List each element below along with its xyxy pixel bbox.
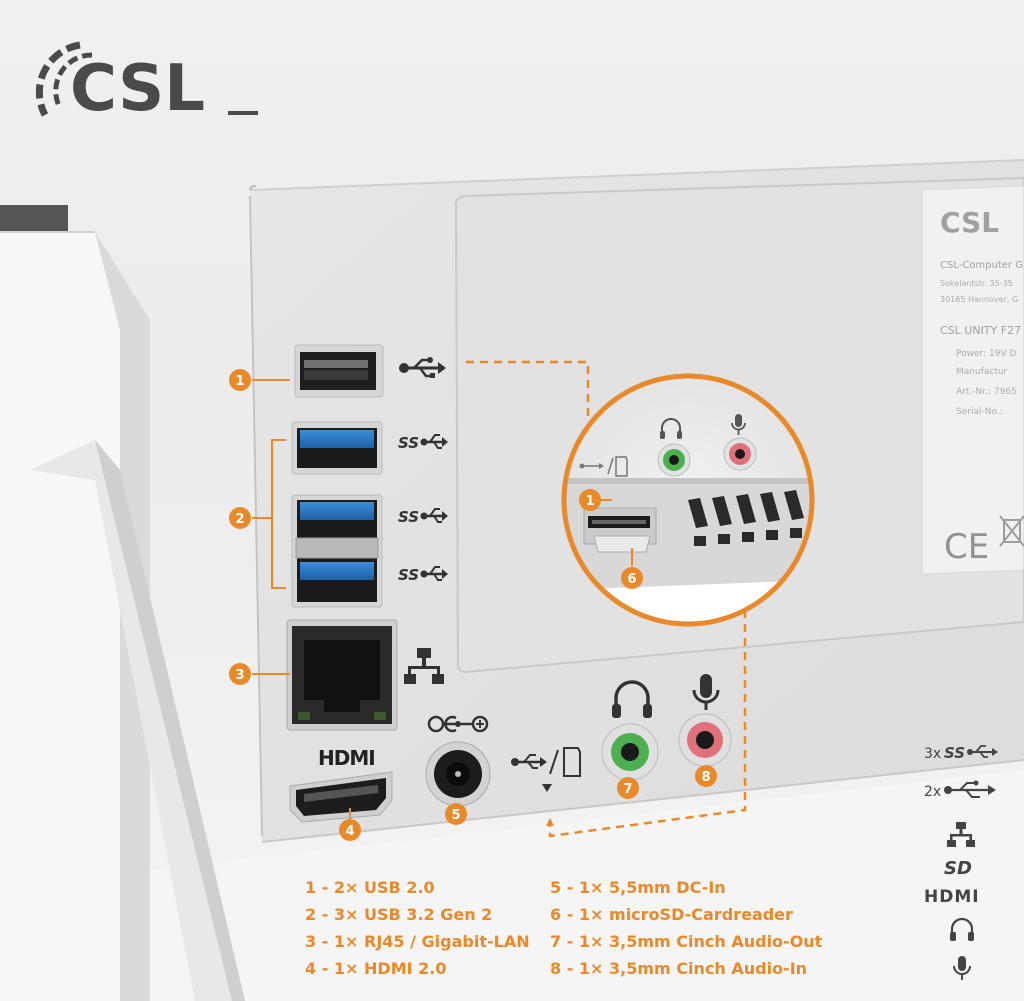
superspeed-usb-icon: SS [398,434,448,452]
monitor-stand [0,205,245,1001]
svg-text:SS: SS [944,744,965,762]
spec-item-4: 4 - 1× HDMI 2.0 [305,959,447,978]
spec-item-8: 8 - 1× 3,5mm Cinch Audio-In [550,959,808,978]
svg-text:5: 5 [451,808,460,823]
svg-text:1: 1 [585,494,594,509]
svg-text:6: 6 [627,572,636,587]
rating-label: CSL CSL-Computer G Sokelantstr. 35-35 30… [921,185,1024,575]
svg-text:8: 8 [701,770,710,785]
label-row-3: Art.-Nr.: 7965 [956,387,1017,397]
headphones-icon [950,917,974,941]
microphone-icon [731,414,746,435]
logo-text: CSL [70,52,205,126]
usb3-port-stack [291,494,383,608]
headphones-icon [660,418,682,439]
label-row-1: Power: 19V D [956,349,1016,359]
label-row-4: Serial-No.: [956,407,1003,417]
microphone-icon [692,674,720,710]
svg-text:2: 2 [235,512,244,527]
label-city: 30165 Hannover, G [940,295,1018,304]
badge-port-5: 5 [445,803,467,825]
microphone-icon [953,956,971,980]
svg-text:SD: SD [944,858,972,879]
rj45-port [286,619,398,731]
spec-item-6: 6 - 1× microSD-Cardreader [550,905,793,924]
spec-item-3: 3 - 1× RJ45 / Gigabit-LAN [305,932,530,951]
svg-text:SS: SS [398,508,419,526]
svg-text:3x: 3x [924,746,941,762]
ce-mark-icon: CE [944,527,989,567]
svg-text:HDMI: HDMI [924,887,980,907]
network-icon [404,648,444,684]
superspeed-usb-icon: SS [398,566,448,584]
audio-in-jack [678,713,732,767]
hdmi-logo-icon: HDMI [924,887,980,907]
network-icon [947,822,975,847]
badge-zoom-1: 1 [579,489,601,511]
svg-text:2x: 2x [924,784,941,800]
label-model: CSL UNITY F27 [940,324,1021,337]
label-row-2: Manufactur [956,367,1008,377]
usb-sd-icon [511,747,581,792]
badge-port-8: 8 [695,765,717,787]
sd-logo-icon: SD [944,858,972,879]
label-logo: CSL [940,206,999,239]
csl-logo: CSL [35,41,258,126]
svg-text:SS: SS [398,566,419,584]
spec-item-7: 7 - 1× 3,5mm Cinch Audio-Out [550,932,823,951]
svg-text:1: 1 [235,374,244,389]
usb-icon [399,357,446,378]
spec-item-1: 1 - 2× USB 2.0 [305,878,435,897]
hdmi-label: HDMI [318,746,375,770]
svg-text:7: 7 [623,782,632,797]
badge-port-3: 3 [229,663,251,685]
svg-text:4: 4 [345,824,354,839]
legend-usb2: 2x [924,780,996,800]
label-company: CSL-Computer G [940,260,1023,271]
badge-port-2: 2 [229,507,251,529]
badge-port-7: 7 [617,777,639,799]
label-street: Sokelantstr. 35-35 [940,279,1013,288]
audio-out-jack [601,723,659,781]
usb2-port [294,344,384,398]
dc-in-port [425,741,491,807]
hdmi-port [289,771,393,823]
svg-text:3: 3 [235,668,244,683]
zoom-leader-lines [466,360,747,838]
superspeed-usb-icon: SS [398,508,448,526]
badge-zoom-6: 6 [621,567,643,589]
usb-sd-icon [579,456,628,477]
usb3-port-top [291,421,383,475]
headphones-icon [612,680,652,718]
svg-text:SS: SS [398,434,419,452]
spec-item-2: 2 - 3× USB 3.2 Gen 2 [305,905,493,924]
badge-port-1: 1 [229,369,251,391]
weee-bin-icon [999,515,1024,547]
dc-polarity-icon [427,715,489,733]
callout-lines [252,379,706,822]
spec-item-5: 5 - 1× 5,5mm DC-In [550,878,726,897]
cardreader-zoom [561,373,815,627]
badge-port-4: 4 [339,819,361,841]
legend-usb3: 3x SS [924,744,998,762]
